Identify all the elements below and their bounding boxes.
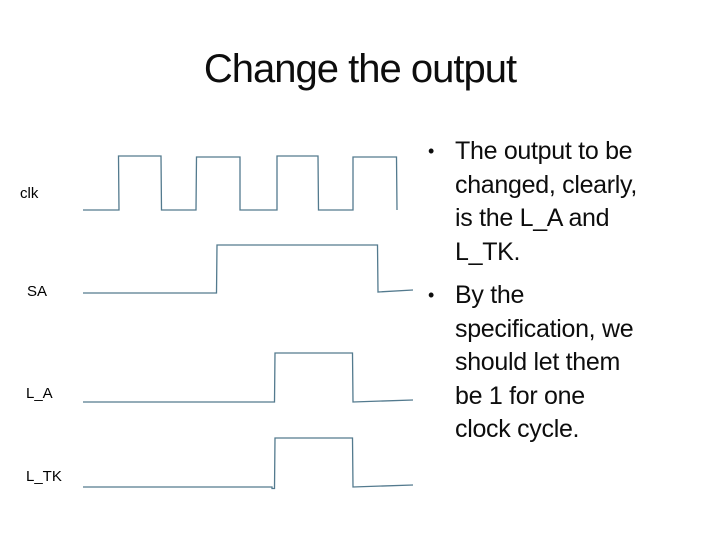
signal-label-l-a: L_A	[26, 385, 53, 402]
waveform-sa	[83, 244, 414, 294]
signal-label-sa: SA	[27, 283, 48, 300]
waveform-l_tk	[83, 437, 414, 490]
waveform-clk	[83, 155, 398, 211]
bullet-marker: •	[428, 141, 435, 161]
signal-label-clk: clk	[20, 185, 39, 202]
signal-label-l-tk: L_TK	[26, 468, 62, 485]
slide-title: Change the output	[203, 47, 517, 91]
waveform-l_a	[83, 352, 414, 403]
bullet-marker: •	[428, 285, 435, 305]
